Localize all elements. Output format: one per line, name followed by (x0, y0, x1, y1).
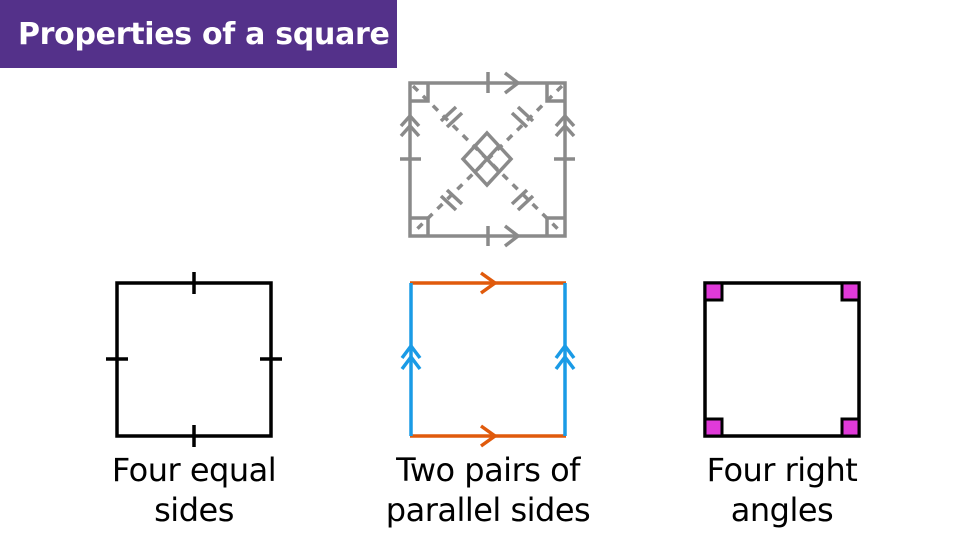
caption-line: parallel sides (385, 491, 591, 529)
page-title: Properties of a square (18, 16, 390, 52)
equal-sides-square (106, 272, 282, 447)
caption-line: angles (730, 491, 834, 529)
parallel-sides-square (400, 271, 576, 448)
summary-square (399, 71, 576, 248)
right-angle-marker (703, 417, 724, 438)
right-angle-marker (840, 417, 861, 438)
caption-line: Four right (706, 451, 858, 489)
double-arrow-icon (554, 343, 576, 360)
right-angle-marker (703, 281, 724, 302)
caption-right-angles: Four right angles (672, 450, 892, 530)
caption-line: Two pairs of (396, 451, 580, 489)
caption-parallel-sides: Two pairs of parallel sides (363, 450, 613, 530)
title-banner: Properties of a square (0, 0, 397, 68)
caption-line: sides (154, 491, 234, 529)
arrow-icon (479, 424, 499, 448)
caption-line: Four equal (111, 451, 277, 489)
right-angles-square (703, 281, 861, 438)
caption-equal-sides: Four equal sides (84, 450, 304, 530)
arrow-icon (479, 271, 499, 295)
double-arrow-icon (400, 343, 422, 360)
right-angle-marker (840, 281, 861, 302)
